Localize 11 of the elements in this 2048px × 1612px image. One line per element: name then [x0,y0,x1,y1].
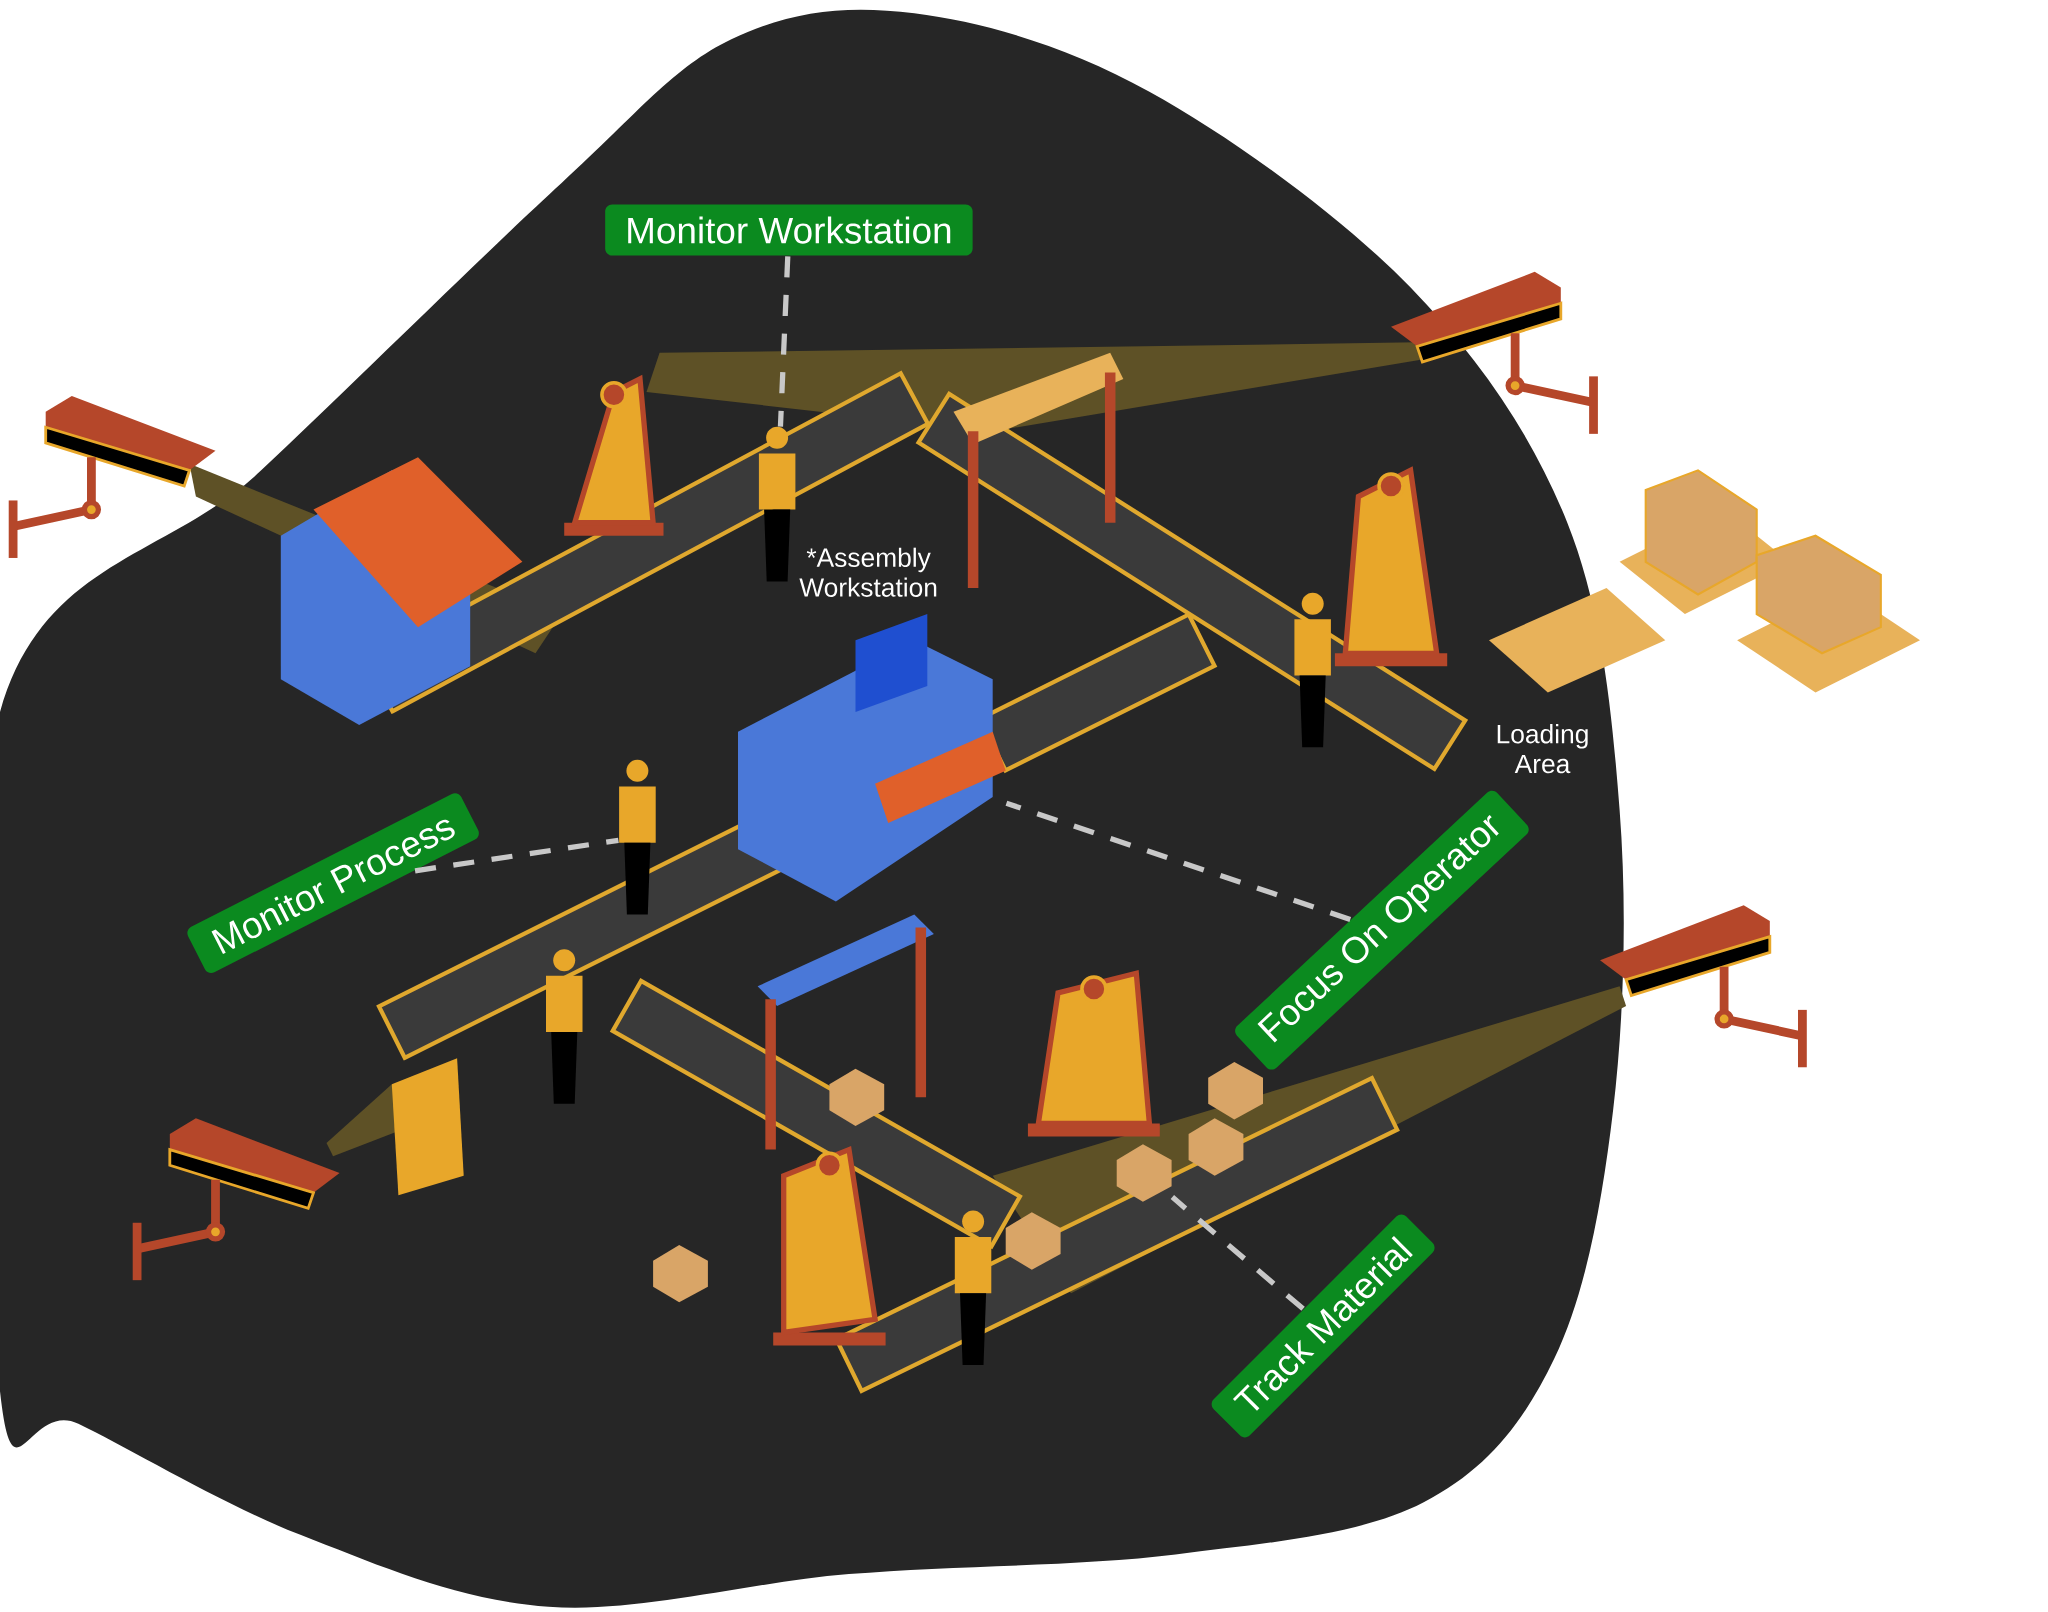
leader-line [414,837,619,874]
area-label: *Assembly Workstation [799,547,937,597]
label-tag: Monitor Workstation [605,204,973,256]
leader-line [777,256,791,427]
machine-drawing [738,614,1006,902]
leader-line [1005,800,1352,922]
leader-line [1170,1195,1305,1311]
worker-drawing [758,426,796,582]
area-label: Loading Area [1497,724,1588,774]
parcel-drawing [1116,1144,1172,1202]
worker-drawing [619,759,656,915]
